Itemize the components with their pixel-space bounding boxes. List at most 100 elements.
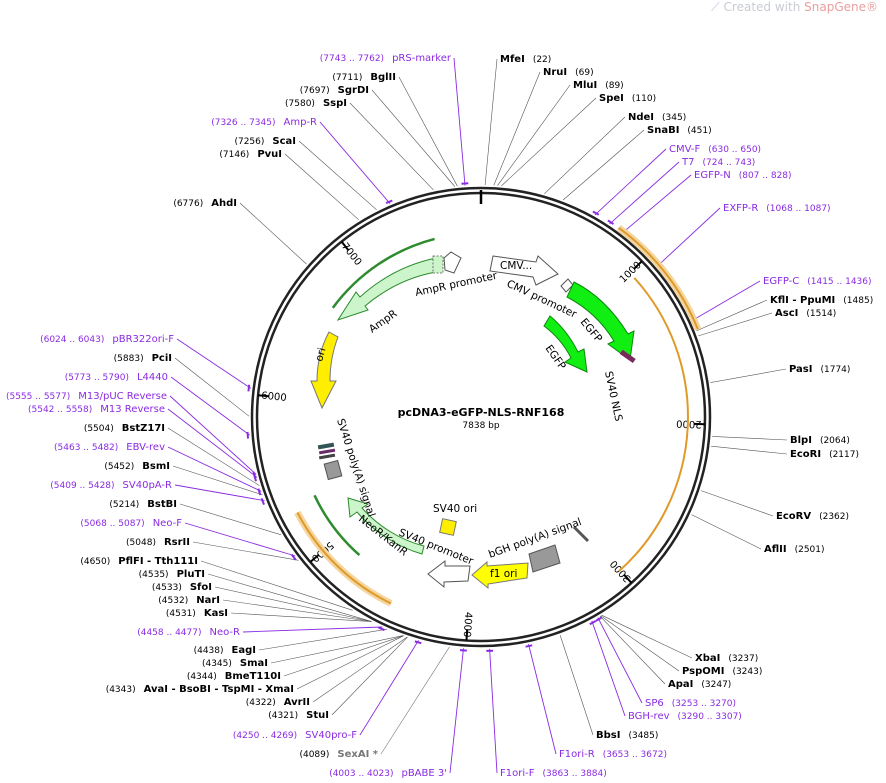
site-label[interactable]: BglII(7711) xyxy=(332,72,396,83)
site-label[interactable]: SspI(7580) xyxy=(285,98,347,109)
site-label[interactable]: MfeI(22) xyxy=(500,54,551,65)
primer-label[interactable]: pBABE 3'(4003 .. 4023) xyxy=(329,768,447,779)
site-label[interactable]: StuI(4321) xyxy=(268,710,329,721)
site-name: EcoRV xyxy=(776,511,811,522)
primer-leader xyxy=(609,161,680,225)
feature-sv40-nls[interactable] xyxy=(619,349,636,364)
primer-name: M13 Reverse xyxy=(100,404,165,415)
site-position: (7697) xyxy=(300,86,330,96)
site-label[interactable]: EcoRI(2117) xyxy=(790,449,859,460)
site-label[interactable]: PasI(1774) xyxy=(789,364,850,375)
tick-4000 xyxy=(465,629,469,641)
primer-label[interactable]: BGH-rev(3290 .. 3307) xyxy=(628,711,742,722)
site-label[interactable]: PspOMI(3243) xyxy=(682,666,762,677)
primer-leader xyxy=(359,640,419,736)
feature-egfp-outer[interactable] xyxy=(566,281,635,361)
primer-label[interactable]: Neo-R(4458 .. 4477) xyxy=(137,627,240,638)
site-label[interactable]: AvrII(4322) xyxy=(246,697,310,708)
site-leader xyxy=(283,635,404,677)
site-label[interactable]: SmaI(4345) xyxy=(202,658,268,669)
primer-label[interactable]: SV40pA-R(5409 .. 5428) xyxy=(50,480,172,491)
site-label[interactable]: MluI(89) xyxy=(573,80,624,91)
site-label[interactable]: SpeI(110) xyxy=(599,93,656,104)
site-label[interactable]: SfoI(4533) xyxy=(152,582,212,593)
primer-label[interactable]: T7(724 .. 743) xyxy=(681,157,755,168)
site-label[interactable]: EagI(4438) xyxy=(194,645,256,656)
site-label[interactable]: SnaBI(451) xyxy=(647,125,712,136)
site-label[interactable]: RsrII(5048) xyxy=(126,537,190,548)
tick-label-7000: 7000 xyxy=(339,241,363,268)
tick-7000 xyxy=(340,241,350,251)
site-label[interactable]: ScaI(7256) xyxy=(234,136,296,147)
site-position: (4533) xyxy=(152,583,182,593)
primer-label[interactable]: Neo-F(5068 .. 5087) xyxy=(80,518,182,529)
site-label[interactable]: BstBI(5214) xyxy=(109,499,177,510)
feature-label-ori: ori xyxy=(313,346,328,362)
primer-label[interactable]: EGFP-N(807 .. 828) xyxy=(694,170,792,181)
primer-label[interactable]: M13 Reverse(5542 .. 5558) xyxy=(28,404,165,415)
site-label[interactable]: XbaI(3237) xyxy=(695,653,758,664)
primer-position: (3290 .. 3307) xyxy=(678,712,742,722)
primer-position: (3653 .. 3672) xyxy=(603,750,667,760)
site-label[interactable]: KflI - PpuMI(1485) xyxy=(770,295,873,306)
feature-bgh-polya[interactable] xyxy=(528,525,590,573)
primer-label[interactable]: pBR322ori-F(6024 .. 6043) xyxy=(40,334,174,345)
site-leader xyxy=(710,368,787,383)
feature-sv40-promoter[interactable] xyxy=(427,559,471,589)
site-label[interactable]: BstZ17I(5504) xyxy=(84,423,165,434)
site-label[interactable]: NarI(4532) xyxy=(158,595,220,606)
site-name: AvrII xyxy=(284,697,310,708)
primer-label[interactable]: Amp-R(7326 .. 7345) xyxy=(211,117,317,128)
primer-label[interactable]: M13/pUC Reverse(5555 .. 5577) xyxy=(6,391,167,402)
feature-egfp-inner[interactable] xyxy=(543,315,588,373)
primer-label[interactable]: SP6(3253 .. 3270) xyxy=(645,698,736,709)
site-position: (4089) xyxy=(299,750,329,760)
site-leader xyxy=(371,89,456,187)
site-label[interactable]: NdeI(345) xyxy=(628,112,686,123)
site-name: AhdI xyxy=(211,198,237,209)
primer-label[interactable]: CMV-F(630 .. 650) xyxy=(669,144,761,155)
site-leader xyxy=(179,503,282,536)
primer-label[interactable]: EGFP-C(1415 .. 1436) xyxy=(763,276,872,287)
primer-position: (5555 .. 5577) xyxy=(6,392,70,402)
site-label[interactable]: SexAI *(4089) xyxy=(299,749,378,760)
site-label[interactable]: PciI(5883) xyxy=(114,353,172,364)
site-label[interactable]: NruI(69) xyxy=(543,67,594,78)
site-label[interactable]: AflII(2501) xyxy=(764,544,825,555)
site-label[interactable]: BsmI(5452) xyxy=(104,461,170,472)
site-label[interactable]: BmeT110I(4344) xyxy=(187,671,281,682)
feature-sv40-polya[interactable] xyxy=(317,442,343,481)
feature-ampr[interactable] xyxy=(336,255,444,321)
site-label[interactable]: PluTI(4535) xyxy=(139,569,205,580)
site-label[interactable]: SgrDI(7697) xyxy=(300,85,369,96)
site-label[interactable]: KasI(4531) xyxy=(166,608,228,619)
site-label[interactable]: AscI(1514) xyxy=(775,308,836,319)
feature-sv40-ori[interactable] xyxy=(439,518,457,536)
primer-label[interactable]: F1ori-R(3653 .. 3672) xyxy=(559,749,667,760)
primer-label[interactable]: SV40pro-F(4250 .. 4269) xyxy=(233,730,357,741)
primer-label[interactable]: EXFP-R(1068 .. 1087) xyxy=(723,203,831,214)
primer-leader xyxy=(591,620,626,717)
feature-ori[interactable]: ori xyxy=(310,331,339,410)
primer-label[interactable]: L4440(5773 .. 5790) xyxy=(65,372,168,383)
feature-cmv-enhancer[interactable]: CMV... xyxy=(489,255,559,286)
primer-label[interactable]: F1ori-F(3863 .. 3884) xyxy=(500,768,607,779)
site-label[interactable]: EcoRV(2362) xyxy=(776,511,849,522)
site-label[interactable]: BbsI(3485) xyxy=(596,730,658,741)
site-label[interactable]: AhdI(6776) xyxy=(173,198,237,209)
site-label[interactable]: PvuI(7146) xyxy=(219,149,282,160)
primer-label[interactable]: pRS-marker(7743 .. 7762) xyxy=(320,53,452,64)
site-name: BglII xyxy=(370,72,396,83)
site-name: ApaI xyxy=(668,679,693,690)
site-label[interactable]: AvaI - BsoBI - TspMI - XmaI(4343) xyxy=(106,684,294,695)
feature-ampr-promoter[interactable] xyxy=(443,251,462,274)
primer-label[interactable]: EBV-rev(5463 .. 5482) xyxy=(54,442,165,453)
site-label[interactable]: PflFI - Tth111I(4650) xyxy=(80,556,198,567)
site-leader xyxy=(174,357,250,417)
tick-3000 xyxy=(623,574,633,584)
primer-position: (5463 .. 5482) xyxy=(54,443,118,453)
site-label[interactable]: BlpI(2064) xyxy=(790,435,850,446)
feature-neor[interactable]: NeoR/KanR xyxy=(347,497,425,558)
feature-f1-ori[interactable]: f1 ori xyxy=(471,560,529,590)
site-label[interactable]: ApaI(3247) xyxy=(668,679,731,690)
